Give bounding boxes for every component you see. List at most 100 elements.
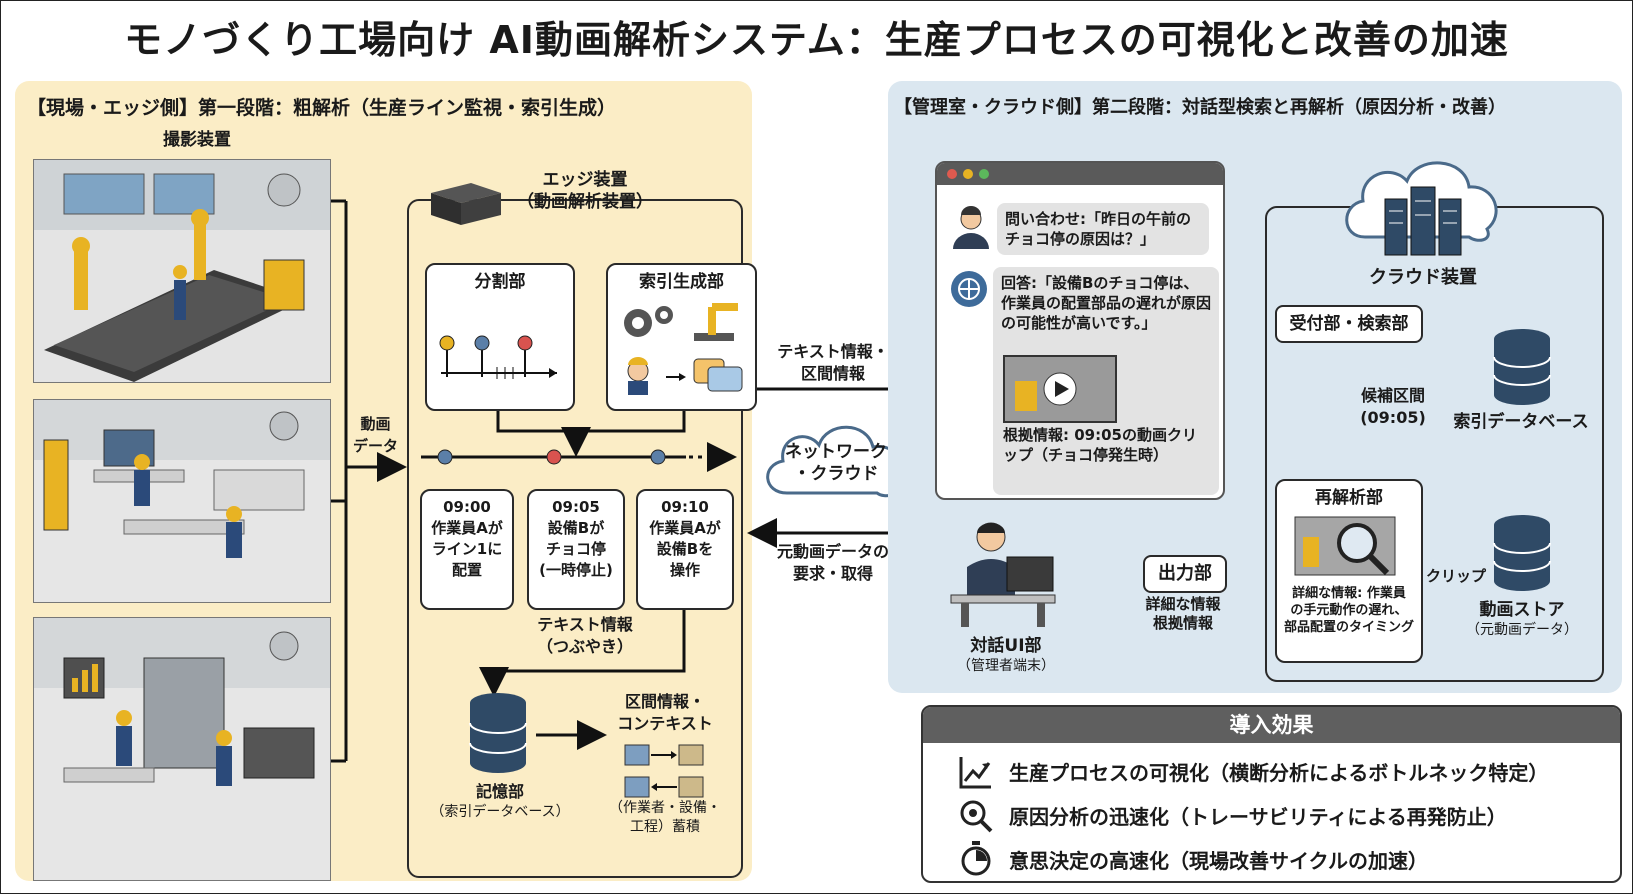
text-info-label-line1: テキスト情報 — [537, 615, 633, 634]
stopwatch-icon — [961, 841, 991, 876]
timeline-event-line: チョコ停 — [545, 540, 606, 558]
timeline-event-line: (一時停止) — [539, 561, 613, 579]
timeline-event-0905: 09:05 設備Bが チョコ停 (一時停止) — [527, 489, 625, 610]
output-detail-line2: 根拠情報 — [1152, 614, 1213, 632]
context-blocks-icon — [624, 744, 704, 798]
cloud-side-heading: 【管理室・クラウド側】第二段階：対話型検索と再解析（原因分析・改善） — [894, 97, 1506, 118]
effect-item-decision-speed: 意思決定の高速化（現場改善サイクルの加速） — [1009, 849, 1428, 873]
video-store-label: 動画ストア （元動画データ） — [1455, 599, 1589, 640]
candidate-interval-line1: 候補区間 — [1360, 386, 1425, 405]
edge-box-icon — [431, 183, 501, 225]
page-title: モノづくり工場向け AI動画解析システム：生産プロセスの可視化と改善の加速 — [124, 18, 1509, 62]
text-info-label: テキスト情報 （つぶやき） — [520, 614, 650, 658]
edge-side-heading: 【現場・エッジ側】第一段階：粗解析（生産ライン監視・索引生成） — [27, 97, 617, 119]
raw-video-request-label-line2: 要求・取得 — [792, 564, 873, 583]
reanalysis-detail-line2: の手元動作の遅れ、 — [1290, 603, 1408, 618]
index-database-icon — [1493, 329, 1551, 405]
split-unit-box: 分割部 — [425, 263, 575, 411]
text-interval-label-line2: 区間情報 — [800, 364, 865, 383]
timeline-event-line: 操作 — [669, 561, 700, 579]
accumulate-label: （作業者・設備・ 工程）蓄積 — [595, 799, 735, 837]
reanalysis-detail-line3: 部品配置のタイミング — [1283, 620, 1414, 635]
maximize-dot-icon — [979, 169, 989, 179]
factory-photo-control-room — [33, 399, 331, 603]
user-avatar-icon — [953, 206, 989, 249]
split-unit-label: 分割部 — [474, 272, 526, 292]
reanalysis-detail-line1: 詳細な情報: 作業員 — [1292, 586, 1406, 601]
trend-chart-icon — [959, 757, 991, 789]
timeline-event-line: 設備Bが — [547, 519, 605, 537]
video-data-label-line2: データ — [353, 437, 399, 455]
memory-label-line1: 記憶部 — [475, 782, 524, 801]
edge-device-label: エッジ装置 （動画解析装置） — [505, 169, 665, 213]
camera-label: 撮影装置 — [163, 130, 231, 150]
timeline-event-line: 設備Bを — [656, 540, 714, 558]
timeline-event-time: 09:00 — [443, 498, 491, 516]
network-cloud-label: ネットワーク ・クラウド — [771, 441, 901, 485]
answer-text: 回答:「設備Bのチョコ停は、作業員の配置部品の遅れが原因の可能性が高いです。」 — [1001, 274, 1212, 332]
edge-device-label-line2: （動画解析装置） — [517, 192, 653, 212]
output-detail-label: 詳細な情報 根拠情報 — [1123, 595, 1243, 633]
factory-photo-assembly-line — [33, 159, 331, 383]
dialog-ui-label-line1: 対話UI部 — [970, 636, 1042, 656]
effects-box: 導入効果 生産プロセスの可視化（横断分析によるボトルネック特定） 原因分析の迅速… — [921, 705, 1622, 883]
admin-terminal-icon — [950, 522, 1056, 627]
split-timeline-icon — [439, 335, 557, 379]
context-label: 区間情報・ コンテキスト — [609, 691, 721, 735]
memory-label-line2: （索引データベース） — [430, 804, 570, 820]
chat-window-titlebar — [937, 163, 1223, 185]
index-database-label: 索引データベース — [1453, 412, 1589, 432]
ai-brain-icon — [951, 271, 987, 307]
timeline-event-line: 作業員Aが — [649, 519, 721, 537]
cloud-device-label: クラウド装置 — [1369, 267, 1477, 288]
raw-video-request-label: 元動画データの 要求・取得 — [753, 541, 913, 585]
index-generation-unit-label: 索引生成部 — [639, 272, 724, 292]
video-data-label: 動画 データ — [353, 413, 398, 457]
effect-item-visualization: 生産プロセスの可視化（横断分析によるボトルネック特定） — [1009, 761, 1549, 785]
clip-label: クリップ — [1425, 567, 1486, 585]
network-cloud-label-line2: ・クラウド — [793, 464, 879, 484]
timeline-event-line: 作業員Aが — [431, 519, 503, 537]
close-dot-icon — [947, 169, 957, 179]
context-label-line1: 区間情報・ — [624, 692, 705, 711]
output-unit-box: 出力部 — [1143, 555, 1227, 593]
factory-photo-machine-room — [33, 617, 331, 881]
play-icon — [1005, 357, 1115, 421]
evidence-text: 根拠情報: 09:05の動画クリップ（チョコ停発生時） — [1003, 426, 1197, 464]
index-generation-unit-box: 索引生成部 — [606, 263, 757, 411]
context-label-line2: コンテキスト — [617, 714, 713, 733]
timeline-event-line: ライン1に — [431, 540, 503, 558]
timeline-event-0900: 09:00 作業員Aが ライン1に 配置 — [420, 489, 514, 610]
video-store-label-line2: （元動画データ） — [1466, 622, 1578, 638]
timeline-event-time: 09:05 — [552, 498, 600, 516]
accumulate-label-line2: 工程）蓄積 — [630, 819, 700, 835]
reanalysis-unit-box: 再解析部 詳細な情報: 作業員 の手元動作の遅れ、 部品配置のタイミング — [1275, 479, 1423, 663]
video-store-database-icon — [1493, 515, 1551, 591]
video-store-label-line1: 動画ストア — [1479, 600, 1565, 620]
cloud-server-icon — [1345, 161, 1498, 256]
candidate-interval-line2: (09:05) — [1360, 408, 1426, 427]
minimize-dot-icon — [963, 169, 973, 179]
text-info-label-line2: （つぶやき） — [536, 637, 633, 656]
dialog-ui-label: 対話UI部 （管理者端末） — [931, 635, 1081, 676]
text-interval-label-line1: テキスト情報・ — [777, 342, 889, 361]
gear-magnifier-icon — [960, 800, 993, 833]
effect-item-root-cause: 原因分析の迅速化（トレーサビリティによる再発防止） — [1009, 805, 1507, 829]
candidate-interval-label: 候補区間 (09:05) — [1353, 385, 1433, 429]
effects-heading: 導入効果 — [923, 707, 1620, 743]
network-cloud-label-line1: ネットワーク — [785, 442, 887, 462]
output-detail-line1: 詳細な情報 — [1145, 595, 1221, 613]
timeline-event-0910: 09:10 作業員Aが 設備Bを 操作 — [636, 489, 734, 610]
raw-video-request-label-line1: 元動画データの — [776, 542, 889, 561]
memory-label: 記憶部 （索引データベース） — [425, 781, 575, 822]
timeline-event-line: 配置 — [451, 561, 482, 579]
gear-robot-icon — [624, 303, 743, 395]
memory-database-icon — [469, 693, 527, 773]
video-data-label-line1: 動画 — [360, 415, 391, 433]
edge-device-frame — [407, 199, 743, 878]
video-clip-thumbnail[interactable] — [1003, 355, 1117, 423]
dialog-ui-label-line2: （管理者端末） — [957, 658, 1055, 674]
reanalysis-magnifier-icon — [1294, 516, 1396, 576]
query-bubble: 問い合わせ:「昨日の午前のチョコ停の原因は？」 — [997, 203, 1209, 255]
